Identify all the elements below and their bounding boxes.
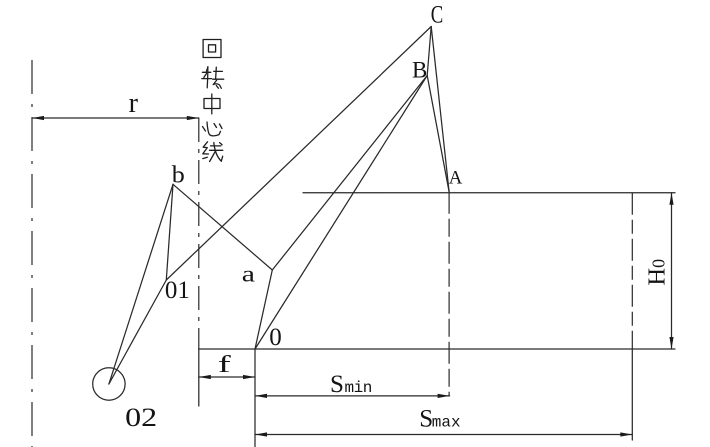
- svg-text:a: a: [242, 262, 255, 287]
- svg-text:B: B: [412, 58, 427, 83]
- svg-text:0: 0: [269, 324, 282, 351]
- svg-text:min: min: [345, 379, 372, 397]
- svg-text:A: A: [449, 168, 463, 189]
- svg-text:S: S: [419, 405, 433, 432]
- svg-text:b: b: [172, 162, 185, 188]
- svg-text:r: r: [129, 88, 139, 119]
- svg-text:01: 01: [165, 277, 190, 304]
- svg-text:max: max: [432, 413, 461, 431]
- svg-text:f: f: [218, 352, 231, 378]
- svg-text:02: 02: [125, 403, 157, 432]
- svg-text:H0: H0: [644, 259, 671, 286]
- svg-text:S: S: [330, 371, 344, 398]
- svg-text:C: C: [431, 1, 444, 28]
